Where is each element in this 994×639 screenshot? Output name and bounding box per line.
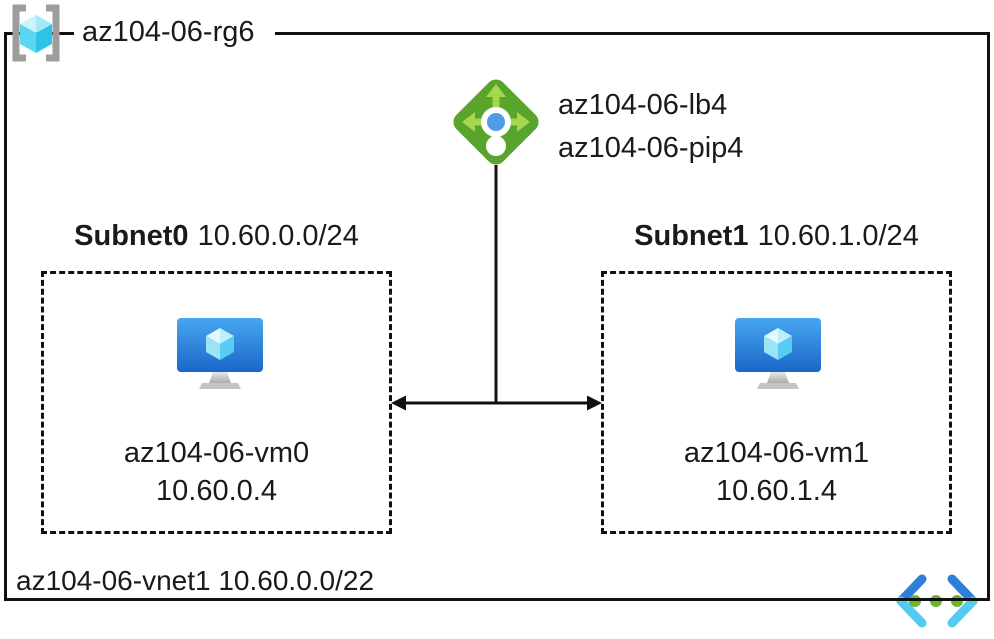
load-balancer-icon — [453, 79, 539, 165]
subnet0-cidr: 10.60.0.0/24 — [197, 220, 359, 252]
rg-cube-face — [20, 15, 36, 33]
vm-cube-face — [778, 328, 792, 344]
vm-stand-neck — [767, 372, 789, 383]
vm-stand-base — [199, 383, 241, 389]
vm0-labels: az104-06-vm0 10.60.0.4 — [41, 434, 392, 510]
vm-cube-face — [764, 336, 778, 360]
vm-stand-base — [757, 383, 799, 389]
rg-cube-face — [36, 24, 52, 53]
subnet1-cidr: 10.60.1.0/24 — [757, 220, 919, 252]
vm-cube-face — [206, 328, 220, 344]
resource-group-label: az104-06-rg6 — [74, 12, 275, 52]
vnet-bracket-stroke — [947, 596, 978, 628]
subnet1-name: Subnet1 — [634, 220, 749, 252]
vm-cube-face — [220, 336, 234, 360]
lb-center-dot — [487, 113, 505, 131]
load-balancer-labels: az104-06-lb4 az104-06-pip4 — [558, 84, 743, 170]
vnet-bracket-stroke — [896, 574, 927, 606]
vm-cube-face — [206, 336, 220, 360]
public-ip-name: az104-06-pip4 — [558, 132, 744, 164]
load-balancer-name: az104-06-lb4 — [558, 89, 728, 121]
arrow-head-left-icon — [391, 395, 406, 411]
vm-cube-face — [764, 328, 778, 344]
vnet-bracket-stroke — [896, 596, 927, 628]
vm1-icon — [735, 318, 821, 389]
arrow-head-right-icon — [587, 395, 602, 411]
vm0-name: az104-06-vm0 — [123, 437, 310, 469]
lb-keyhole-circle — [486, 136, 506, 156]
vm0-ip: 10.60.0.4 — [156, 475, 277, 507]
vm-cube-face — [220, 328, 234, 344]
subnet1-box — [601, 271, 952, 534]
vm1-ip: 10.60.1.4 — [716, 475, 837, 507]
vm-stand-neck — [209, 372, 231, 383]
vnet-label: az104-06-vnet1 10.60.0.0/22 — [16, 565, 375, 596]
subnet0-name: Subnet0 — [74, 220, 189, 252]
vm1-name: az104-06-vm1 — [683, 437, 870, 469]
vm1-labels: az104-06-vm1 10.60.1.4 — [601, 434, 952, 510]
resource-group-icon — [12, 4, 60, 62]
vm0-icon — [177, 318, 263, 389]
vnet-bracket-stroke — [947, 574, 978, 606]
subnet0-box — [41, 271, 392, 534]
rg-cube-face — [20, 24, 36, 53]
rg-cube-face — [36, 15, 52, 33]
vm-cube-face — [778, 336, 792, 360]
